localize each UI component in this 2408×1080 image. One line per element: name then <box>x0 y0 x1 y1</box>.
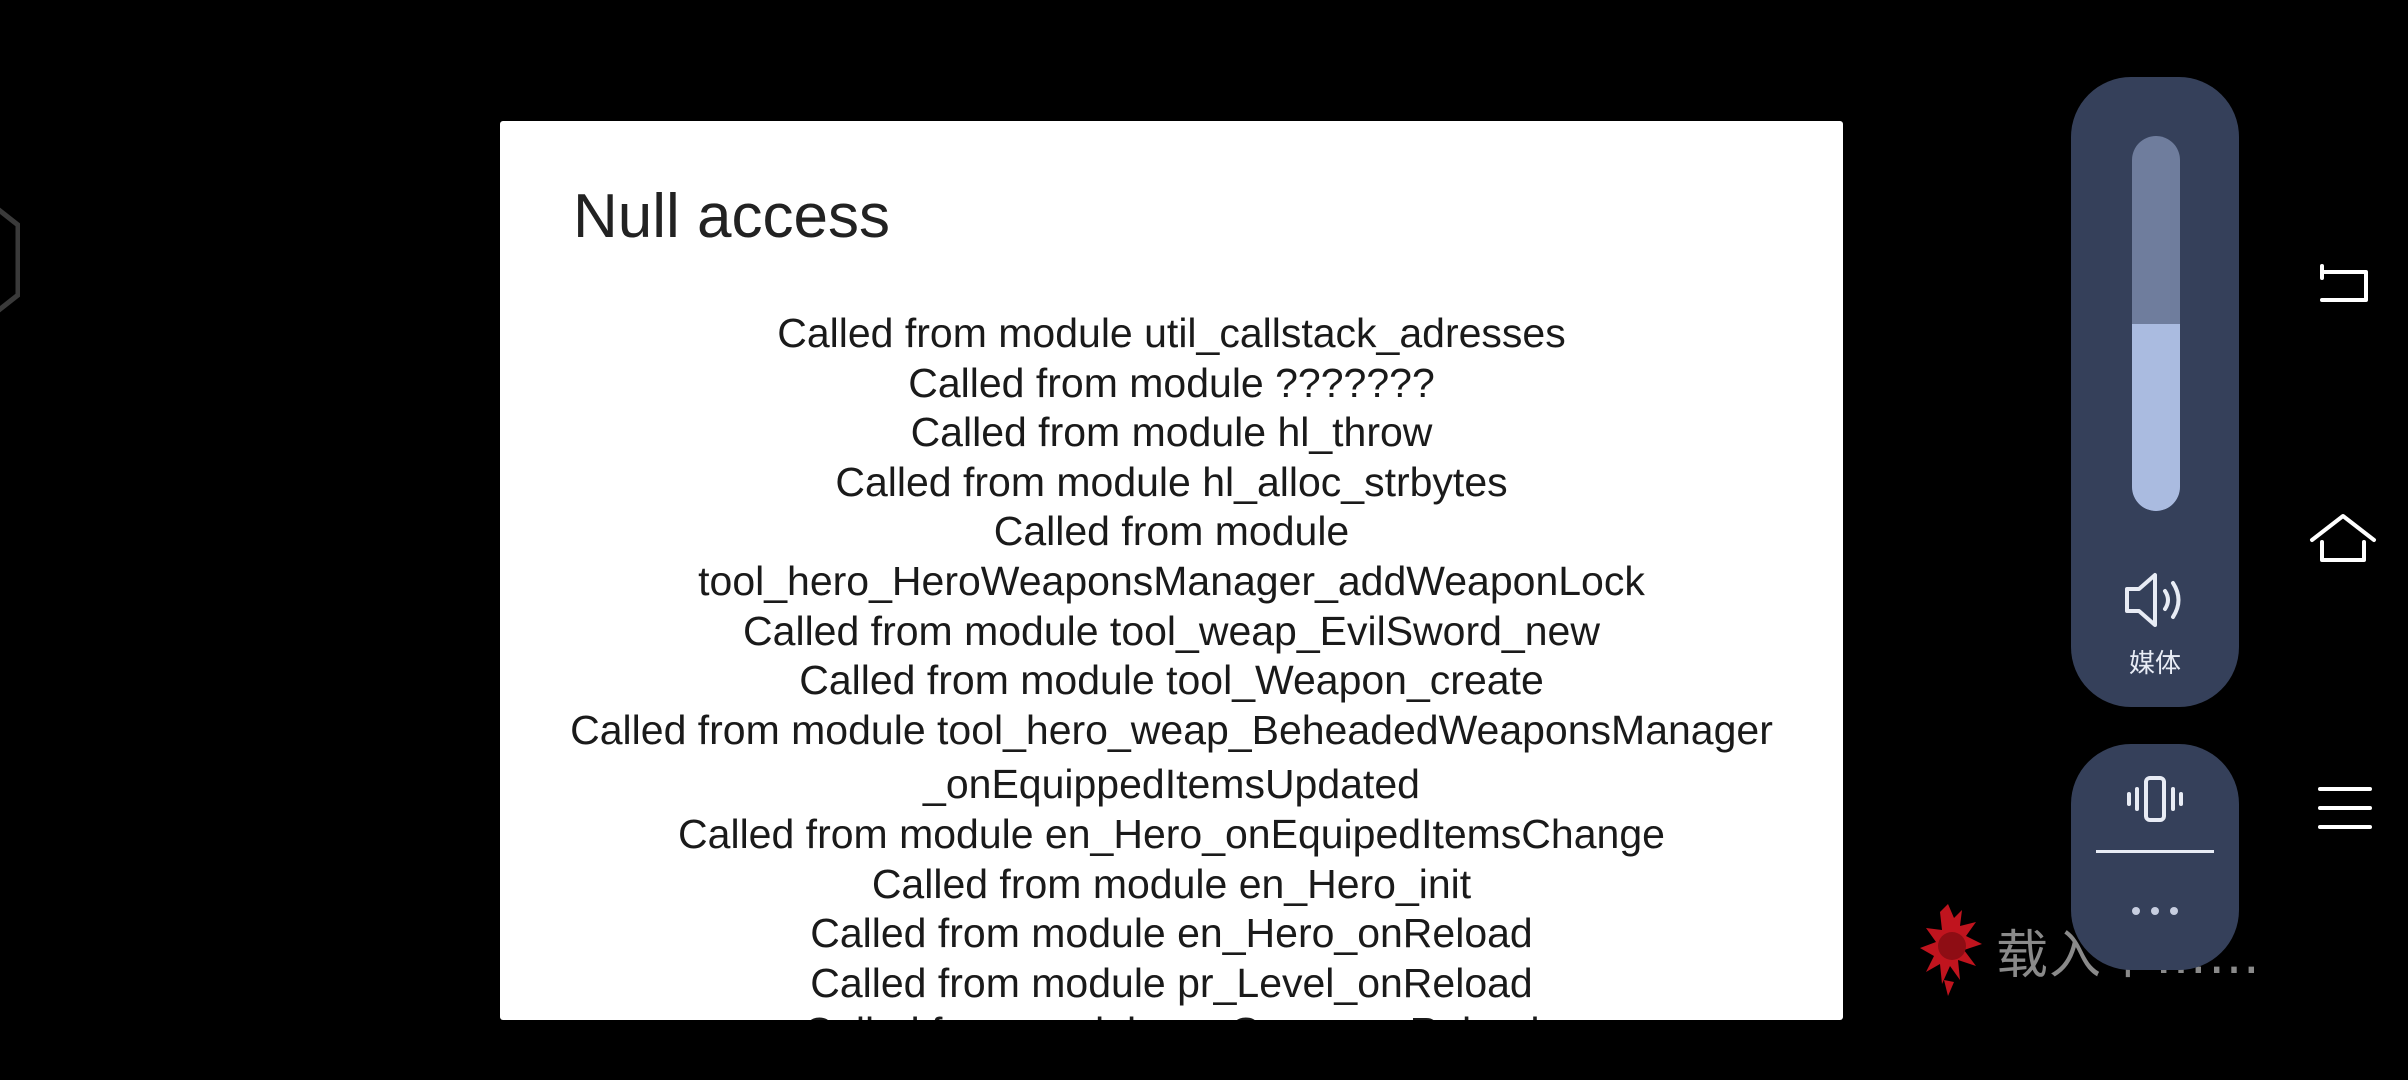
callstack-line: Called from module en_Hero_onEquipedItem… <box>678 810 1665 857</box>
volume-stream-label: 媒体 <box>2128 649 2181 679</box>
callstack-line: _onEquippedItemsUpdated <box>923 761 1420 808</box>
callstack-line: Called from module tool_hero_weap_Behead… <box>570 706 1773 753</box>
menu-icon[interactable] <box>2310 773 2380 843</box>
callstack-line: Called from module en_Hero_init <box>871 860 1472 907</box>
back-icon[interactable] <box>2310 250 2380 320</box>
volume-panel: 媒体 <box>2071 77 2239 707</box>
callstack-line: Called from module pr_Game_onReload <box>500 1008 1843 1020</box>
ringer-panel <box>2071 744 2239 970</box>
callstack-line: Called from module tool_weap_EvilSword_n… <box>743 607 1600 654</box>
callstack-text: Called from module util_callstack_adress… <box>500 309 1843 1020</box>
callstack-line: Called from module hl_throw <box>910 409 1433 456</box>
hexagon-outline-icon <box>0 207 20 313</box>
callstack-line: Called from module ??????? <box>908 359 1435 406</box>
callstack-line: tool_hero_HeroWeaponsManager_addWeaponLo… <box>698 557 1645 604</box>
callstack-line: Called from module en_Hero_onReload <box>810 910 1533 957</box>
home-icon[interactable] <box>2308 506 2378 576</box>
callstack-line: Called from module util_callstack_adress… <box>777 310 1566 356</box>
error-dialog: Null access Called from module util_call… <box>500 121 1843 1020</box>
volume-slider[interactable] <box>2132 136 2180 511</box>
callstack-line: Called from module tool_Weapon_create <box>799 657 1544 704</box>
speaker-icon[interactable] <box>2121 567 2191 633</box>
vibrate-icon[interactable] <box>2125 774 2185 824</box>
loading-emblem-icon <box>1920 904 1982 996</box>
ringer-divider <box>2096 850 2214 853</box>
more-icon[interactable] <box>2129 904 2181 918</box>
callstack-line: Called from module pr_Level_onReload <box>810 959 1533 1006</box>
callstack-line: Called from module hl_alloc_strbytes <box>835 458 1508 505</box>
volume-slider-fill <box>2132 323 2180 511</box>
callstack-line: Called from module <box>993 508 1350 555</box>
dialog-title: Null access <box>573 182 890 251</box>
